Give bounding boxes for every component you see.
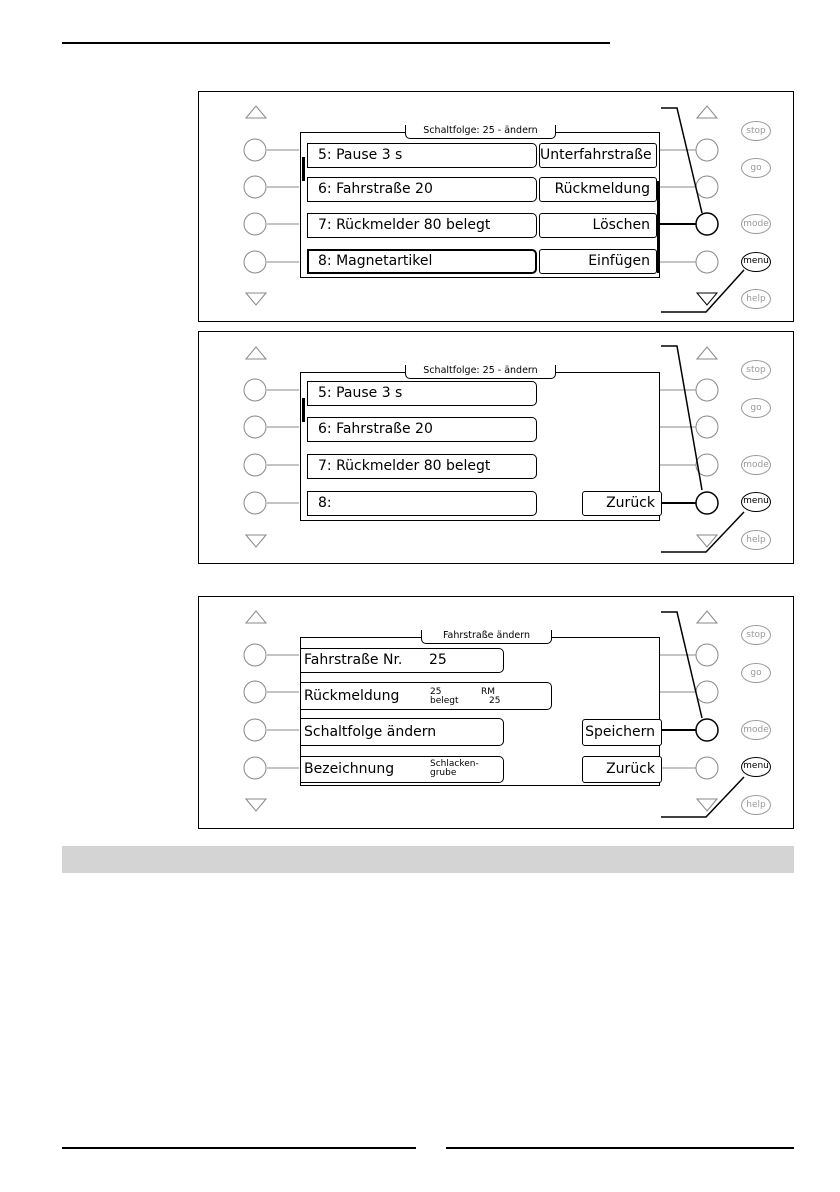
mode-key[interactable]: mode — [741, 720, 771, 740]
panel-1-decoration — [243, 105, 745, 313]
device-panel-3: Fahrstraße ändern Fahrstraße Nr. 25 Rück… — [198, 596, 794, 829]
display-screen-3: Fahrstraße ändern Fahrstraße Nr. 25 Rück… — [300, 630, 662, 786]
bezeichnung-value: Schlacken- grube — [430, 759, 479, 778]
rueckmeldung-field[interactable]: Rückmeldung 25 belegt RM 25 — [300, 682, 552, 710]
list-item[interactable]: 7: Rückmelder 80 belegt — [307, 213, 537, 238]
footer-rule-right — [446, 1147, 794, 1149]
list-item[interactable]: 8: — [307, 491, 537, 516]
field-label: Rückmeldung — [304, 688, 400, 704]
list-item[interactable]: 7: Rückmelder 80 belegt — [307, 454, 537, 479]
go-key[interactable]: go — [741, 158, 771, 178]
menu-key[interactable]: menu — [741, 252, 771, 272]
list-item[interactable]: 6: Fahrstraße 20 — [307, 417, 537, 442]
go-key[interactable]: go — [741, 398, 771, 418]
go-key[interactable]: go — [741, 663, 771, 683]
screen-title: Schaltfolge: 25 - ändern — [405, 365, 556, 379]
rueckmeldung-button[interactable]: Rückmeldung — [539, 177, 657, 202]
panel-2-decoration — [243, 345, 745, 553]
stop-key[interactable]: stop — [741, 121, 771, 141]
field-value: 25 — [429, 652, 447, 668]
field-label: Fahrstraße Nr. — [304, 652, 403, 668]
rm-right: RM 25 — [481, 687, 501, 706]
scrollbar-left[interactable] — [302, 398, 305, 422]
display-screen-2: Schaltfolge: 25 - ändern 5: Pause 3 s 6:… — [300, 365, 662, 521]
menu-key[interactable]: menu — [741, 757, 771, 777]
scrollbar-left[interactable] — [302, 157, 305, 181]
list-item-selected[interactable]: 8: Magnetartikel — [307, 249, 537, 274]
mode-key[interactable]: mode — [741, 214, 771, 234]
zurueck-button[interactable]: Zurück — [582, 491, 662, 516]
stop-key[interactable]: stop — [741, 625, 771, 645]
mode-key[interactable]: mode — [741, 455, 771, 475]
zurueck-button[interactable]: Zurück — [582, 756, 662, 783]
display-screen-1: Schaltfolge: 25 - ändern 5: Pause 3 s 6:… — [300, 125, 660, 278]
screen-title: Schaltfolge: 25 - ändern — [405, 125, 556, 139]
einfuegen-button[interactable]: Einfügen — [539, 249, 657, 274]
list-item[interactable]: 5: Pause 3 s — [307, 381, 537, 406]
field-label: Bezeichnung — [304, 761, 395, 777]
device-panel-2: Schaltfolge: 25 - ändern 5: Pause 3 s 6:… — [198, 331, 794, 564]
screen-title: Fahrstraße ändern — [421, 630, 552, 644]
stop-key[interactable]: stop — [741, 360, 771, 380]
help-key[interactable]: help — [741, 795, 771, 815]
loeschen-button[interactable]: Löschen — [539, 213, 657, 238]
menu-key[interactable]: menu — [741, 492, 771, 512]
list-item[interactable]: 6: Fahrstraße 20 — [307, 177, 537, 202]
bezeichnung-field[interactable]: Bezeichnung Schlacken- grube — [300, 756, 504, 783]
speichern-button[interactable]: Speichern — [582, 719, 662, 746]
top-rule — [62, 42, 610, 44]
device-panel-1: Schaltfolge: 25 - ändern 5: Pause 3 s 6:… — [198, 91, 794, 322]
scrollbar-right[interactable] — [657, 181, 660, 273]
section-header-bar — [62, 846, 794, 873]
panel-3-decoration — [243, 610, 745, 818]
schaltfolge-aendern-field[interactable]: Schaltfolge ändern — [300, 718, 504, 746]
footer-rule-left — [62, 1147, 416, 1149]
help-key[interactable]: help — [741, 530, 771, 550]
rm-left: 25 belegt — [430, 687, 459, 706]
help-key[interactable]: help — [741, 289, 771, 309]
fahrstrasse-nr-field[interactable]: Fahrstraße Nr. 25 — [300, 648, 504, 673]
unterfahrstrasse-button[interactable]: Unterfahrstraße — [539, 143, 657, 168]
list-item[interactable]: 5: Pause 3 s — [307, 143, 537, 168]
